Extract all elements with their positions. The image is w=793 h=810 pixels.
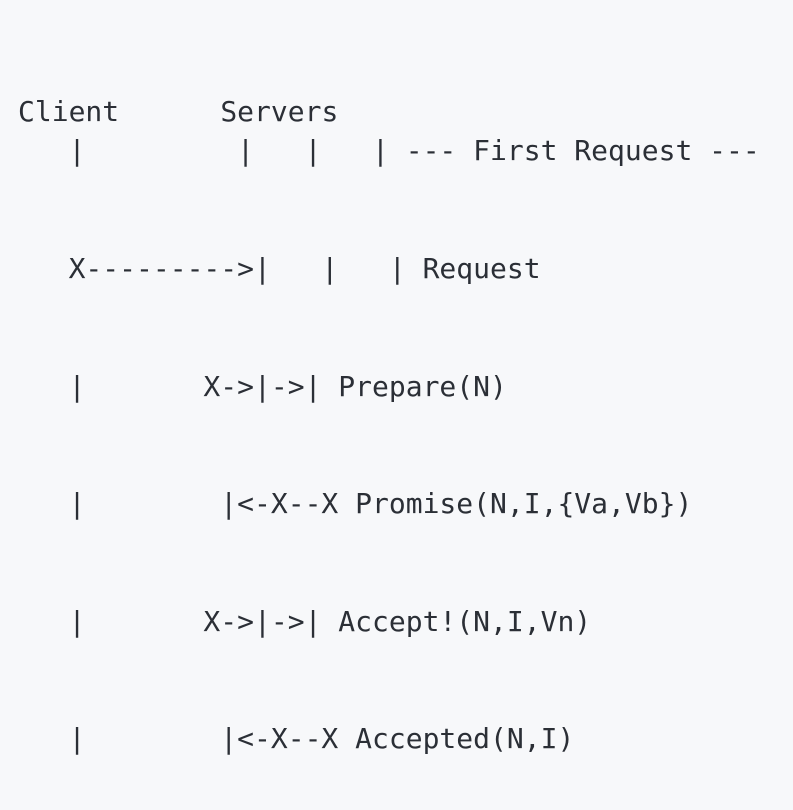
diagram-row-4: | X->|->| Accept!(N,I,Vn) bbox=[18, 604, 592, 638]
diagram-body: | | | | --- First Request --- X---------… bbox=[18, 53, 760, 810]
client-column-label: Client bbox=[18, 95, 120, 129]
diagram-row-2: | X->|->| Prepare(N) bbox=[18, 369, 507, 403]
diagram-row-5: | |<-X--X Accepted(N,I) bbox=[18, 722, 575, 756]
header-line: Client Servers bbox=[18, 92, 338, 131]
diagram-row-1: X--------->| | | Request bbox=[18, 252, 541, 285]
diagram-row-3: | |<-X--X Promise(N,I,{Va,Vb}) bbox=[18, 487, 693, 521]
diagram-header-row: Client Servers bbox=[18, 14, 338, 210]
paxos-sequence-diagram: Client Servers | | | | --- First Request… bbox=[18, 14, 760, 756]
servers-column-label: Servers bbox=[220, 95, 339, 129]
diagram-row-0: | | | | --- First Request --- bbox=[18, 134, 760, 168]
